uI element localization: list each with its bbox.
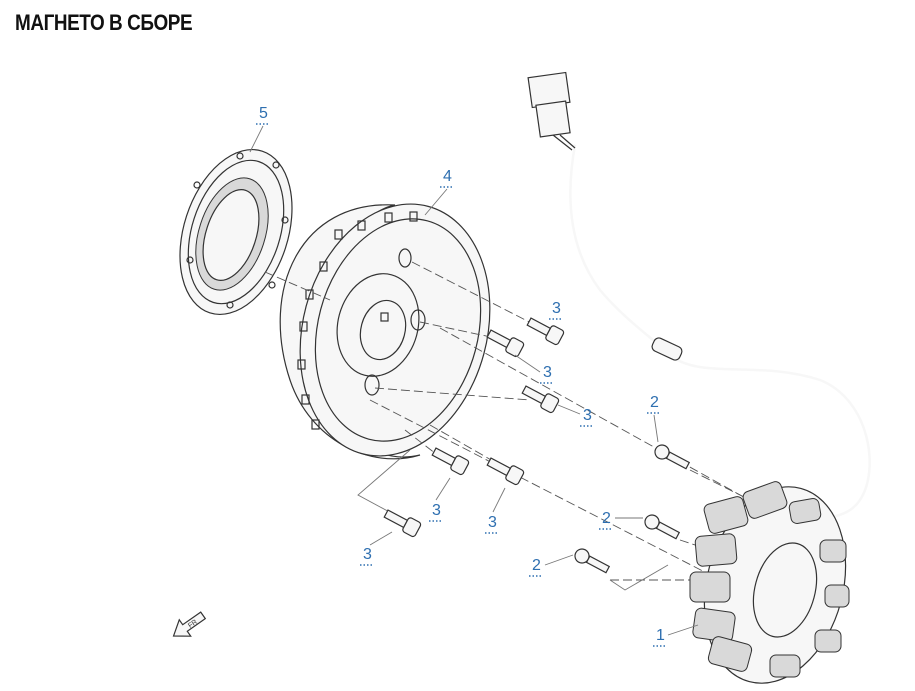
callout-bolt-3-d: 3 bbox=[429, 477, 451, 522]
svg-text:1: 1 bbox=[656, 627, 665, 644]
front-direction-arrow-icon: FR bbox=[172, 611, 207, 637]
bolt-3-b[interactable] bbox=[485, 326, 525, 358]
svg-text:4: 4 bbox=[443, 168, 452, 185]
svg-text:3: 3 bbox=[543, 364, 552, 381]
callout-bolt-3-b: 3 bbox=[514, 354, 554, 384]
callout-bolt-2-a: 2 bbox=[647, 394, 661, 443]
callout-bolt-3-a: 3 bbox=[549, 300, 563, 320]
flywheel-rotor[interactable] bbox=[273, 183, 517, 478]
bolt-2-a[interactable] bbox=[653, 443, 691, 472]
bolt-3-e[interactable] bbox=[485, 454, 525, 486]
svg-text:2: 2 bbox=[650, 394, 659, 411]
bolt-2-b[interactable] bbox=[643, 513, 681, 542]
svg-text:5: 5 bbox=[259, 105, 268, 122]
callout-starter-clutch: 5 bbox=[249, 105, 270, 153]
callout-bolt-2-c: 2 bbox=[529, 554, 574, 577]
bolt-2-c[interactable] bbox=[573, 547, 611, 576]
svg-text:3: 3 bbox=[363, 546, 372, 563]
starter-clutch[interactable] bbox=[160, 135, 311, 329]
svg-text:3: 3 bbox=[488, 514, 497, 531]
svg-text:2: 2 bbox=[602, 510, 611, 527]
callout-bolt-2-b: 2 bbox=[599, 510, 643, 530]
callout-bolt-3-c: 3 bbox=[557, 404, 594, 427]
bolt-3-c[interactable] bbox=[520, 382, 560, 414]
callout-bolt-3-f: 3 bbox=[360, 531, 393, 566]
stator[interactable] bbox=[527, 71, 871, 691]
svg-text:3: 3 bbox=[583, 407, 592, 424]
bolt-3-a[interactable] bbox=[525, 314, 565, 346]
svg-text:3: 3 bbox=[432, 502, 441, 519]
bolt-3-d[interactable] bbox=[430, 444, 470, 476]
svg-text:3: 3 bbox=[552, 300, 561, 317]
callout-stator: 1 bbox=[653, 624, 699, 647]
page-title: МАГНЕТО В СБОРЕ bbox=[15, 10, 193, 35]
callout-flywheel: 4 bbox=[424, 168, 454, 216]
svg-text:FR: FR bbox=[187, 619, 199, 630]
svg-text:2: 2 bbox=[532, 557, 541, 574]
bolt-3-f[interactable] bbox=[382, 506, 422, 538]
callout-bolt-3-e: 3 bbox=[485, 487, 506, 534]
